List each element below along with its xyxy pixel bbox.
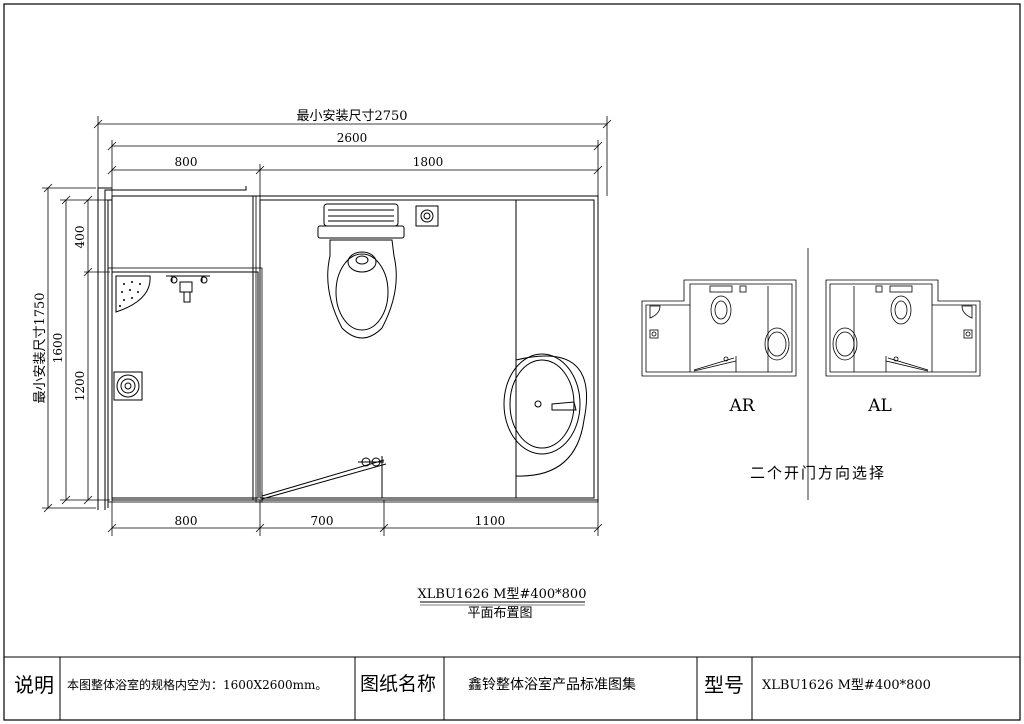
drawing-name-value: 鑫铃整体浴室产品标准图集 <box>468 677 636 693</box>
variant-ar-label: AR <box>728 396 755 416</box>
main-floor-plan <box>97 186 599 510</box>
model-label: 型号 <box>704 673 744 697</box>
dimension-lines <box>42 116 612 536</box>
right-room <box>259 199 595 499</box>
plan-title-caption: 平面布置图 <box>467 606 532 621</box>
plan-model-caption: XLBU1626 M型#400*800 <box>418 587 587 602</box>
dim-bottom-mid: 700 <box>311 514 334 528</box>
variant-al-label: AL <box>867 396 892 416</box>
variant-caption: 二个开门方向选择 <box>750 464 886 482</box>
note-label: 说明 <box>14 673 54 697</box>
dim-total-height: 最小安装尺寸1750 <box>33 292 48 403</box>
sheet-border <box>3 3 1021 721</box>
note-text: 本图整体浴室的规格内空为：1600X2600mm。 <box>67 678 328 692</box>
dim-left-lower: 1200 <box>73 371 87 402</box>
dim-top-left: 800 <box>175 155 198 169</box>
variant-ar-plan <box>641 279 797 377</box>
dim-total-width: 最小安装尺寸2750 <box>296 109 407 124</box>
dim-inner-height: 1600 <box>51 333 65 364</box>
door <box>261 456 387 500</box>
dim-inner-width: 2600 <box>337 131 368 145</box>
dim-top-right: 1800 <box>413 155 444 169</box>
dim-bottom-left: 800 <box>175 514 198 528</box>
corner-shelf <box>115 275 151 313</box>
toilet <box>317 203 405 339</box>
wash-basin <box>503 353 588 477</box>
left-room <box>111 271 259 499</box>
floor-drain <box>113 371 143 401</box>
title-block <box>4 656 1020 720</box>
drawing-name-label: 图纸名称 <box>360 673 437 695</box>
variant-al-plan <box>825 279 981 377</box>
model-value: XLBU1626 M型#400*800 <box>762 678 931 693</box>
dim-left-upper: 400 <box>73 226 87 249</box>
dim-bottom-right: 1100 <box>475 514 506 528</box>
